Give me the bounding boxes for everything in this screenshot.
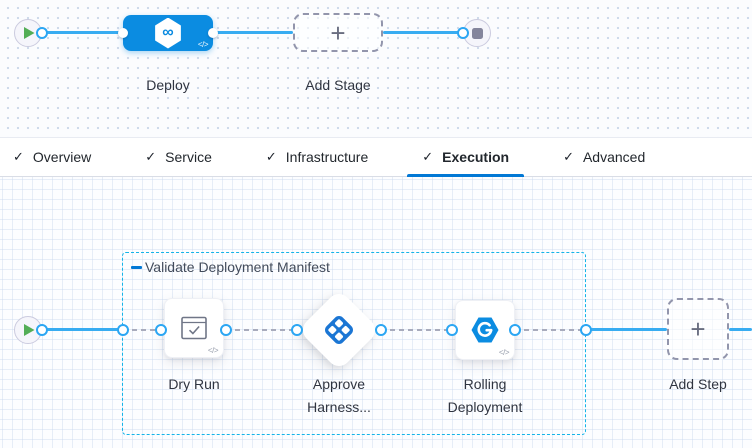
add-stage-button[interactable]: +: [293, 13, 383, 52]
plus-icon: +: [330, 17, 346, 48]
rolling-deployment-icon: [471, 317, 499, 343]
connector-port: [118, 28, 128, 38]
check-icon: ✓: [265, 149, 277, 164]
connector-line: [28, 328, 123, 331]
connector-port: [36, 324, 48, 336]
connector-port: [291, 324, 303, 336]
play-icon: [24, 27, 35, 39]
approval-icon: [310, 301, 368, 359]
check-icon: ✓: [145, 149, 157, 164]
tab-label: Execution: [442, 149, 510, 165]
tab-advanced[interactable]: ✓ Advanced: [548, 138, 660, 176]
connector-line: [383, 31, 463, 34]
connector-line: [729, 328, 752, 331]
step-node-approve[interactable]: [297, 288, 381, 372]
tab-label: Service: [165, 149, 212, 165]
connector-port: [36, 27, 48, 39]
connector-line: [226, 329, 297, 331]
step-group-header: Validate Deployment Manifest: [131, 259, 330, 275]
check-icon: ✓: [422, 149, 434, 164]
connector-line: [213, 31, 293, 34]
stop-icon: [471, 27, 483, 39]
connector-line: [381, 329, 452, 331]
step-label: Dry Run: [168, 376, 220, 392]
dry-run-icon: [181, 316, 207, 340]
connector-port: [446, 324, 458, 336]
connector-line: [123, 329, 161, 331]
add-step-label: Add Step: [669, 376, 727, 392]
stage-label: Deploy: [146, 77, 190, 93]
connector-port: [580, 324, 592, 336]
check-icon: ✓: [13, 149, 24, 164]
stage-config-tabs: ✓ Overview ✓ Service ✓ Infrastructure ✓ …: [0, 137, 752, 177]
step-node-dry-run[interactable]: </>: [164, 298, 224, 358]
pipeline-start-node: [14, 19, 42, 47]
connector-port: [509, 324, 521, 336]
harness-cd-icon: ∞: [155, 17, 181, 49]
connector-port: [155, 324, 167, 336]
plus-icon: +: [690, 314, 706, 344]
stage-node-deploy[interactable]: ∞ </>: [123, 15, 213, 51]
tab-label: Overview: [32, 149, 92, 165]
step-yaml-toggle[interactable]: </>: [207, 346, 219, 355]
tab-label: Infrastructure: [285, 149, 369, 165]
add-stage-label: Add Stage: [305, 77, 371, 93]
play-icon: [24, 324, 35, 336]
stage-yaml-toggle[interactable]: </>: [197, 40, 209, 49]
connector-line: [515, 329, 586, 331]
stage-canvas[interactable]: ∞ </> Deploy + Add Stage: [0, 0, 752, 137]
tab-service[interactable]: ✓ Service: [130, 138, 227, 176]
execution-canvas[interactable]: Validate Deployment Manifest: [0, 177, 752, 448]
connector-line: [586, 328, 667, 331]
connector-port: [375, 324, 387, 336]
tab-execution[interactable]: ✓ Execution: [407, 138, 524, 177]
step-label: Approve Harness...: [307, 376, 371, 415]
connector-port: [208, 28, 218, 38]
tab-overview[interactable]: ✓ Overview: [0, 138, 106, 176]
step-yaml-toggle[interactable]: </>: [498, 348, 510, 357]
connector-port: [457, 27, 469, 39]
add-step-button[interactable]: +: [667, 298, 729, 360]
step-node-rolling-deployment[interactable]: </>: [455, 300, 515, 360]
tab-label: Advanced: [582, 149, 646, 165]
check-icon: ✓: [563, 149, 574, 164]
step-label: Rolling Deployment: [447, 376, 523, 415]
step-group-label: Validate Deployment Manifest: [145, 259, 330, 275]
step-group-validate-deployment-manifest: [122, 252, 586, 435]
tab-infrastructure[interactable]: ✓ Infrastructure: [251, 138, 383, 176]
collapse-icon[interactable]: [131, 266, 142, 269]
connector-port: [220, 324, 232, 336]
connector-port: [117, 324, 129, 336]
connector-line: [28, 31, 123, 34]
